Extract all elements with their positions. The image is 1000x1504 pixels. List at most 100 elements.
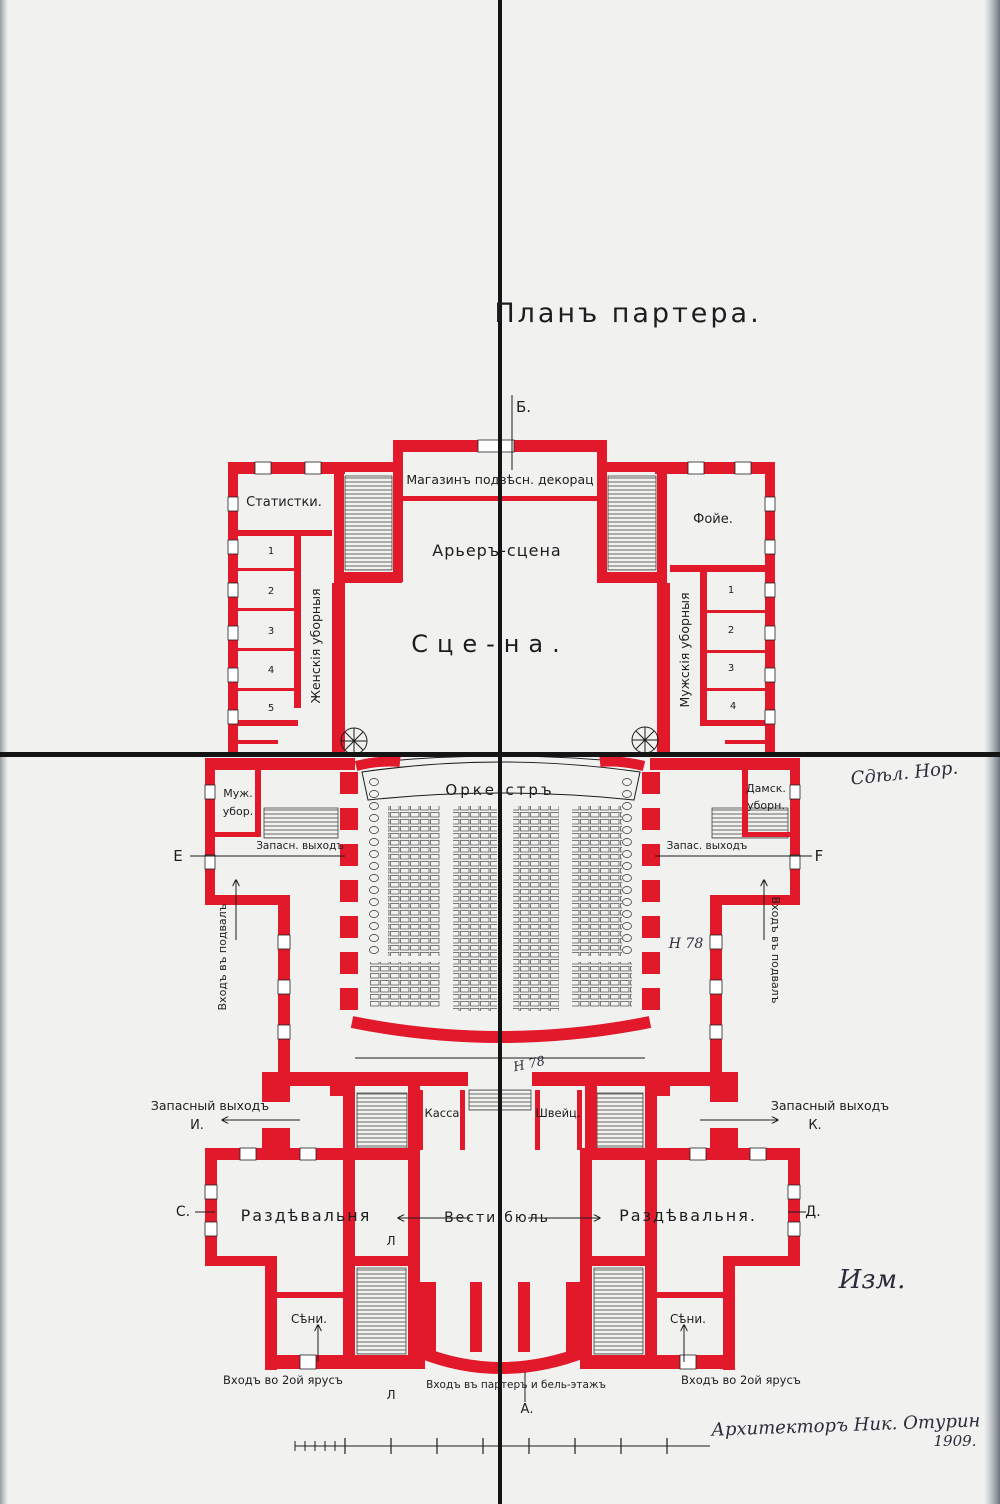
orchestra-pit-outline bbox=[361, 761, 641, 801]
stair-upper-right bbox=[607, 475, 657, 571]
window bbox=[709, 979, 723, 995]
wall-segment bbox=[580, 1355, 735, 1369]
wall-segment bbox=[657, 462, 667, 582]
wall-segment bbox=[790, 758, 800, 905]
wall-segment bbox=[535, 1090, 540, 1150]
wall-segment bbox=[205, 895, 290, 905]
seat-block-lower-right bbox=[572, 962, 632, 1008]
window bbox=[764, 496, 776, 512]
wall-segment bbox=[215, 832, 261, 837]
wall-segment bbox=[710, 1072, 738, 1102]
box-seat bbox=[622, 862, 632, 870]
window bbox=[204, 1184, 218, 1200]
label-entry-tier-right: Входъ во 2ой ярусъ bbox=[681, 1373, 801, 1387]
label-ladies-toilet-line2: уборн. bbox=[747, 799, 785, 812]
stairs-layer bbox=[263, 475, 789, 1355]
wall-segment bbox=[238, 608, 296, 611]
box-seat bbox=[369, 838, 379, 846]
window bbox=[227, 625, 239, 641]
box-seat bbox=[369, 910, 379, 918]
wall-segment bbox=[418, 1090, 423, 1150]
window bbox=[764, 539, 776, 555]
hall-pier-right bbox=[642, 772, 660, 794]
wall-segment bbox=[265, 1256, 277, 1370]
box-seat bbox=[622, 778, 632, 786]
label-spare-exit-hall-left: Запасн. выходъ bbox=[256, 840, 344, 852]
window bbox=[764, 709, 776, 725]
label-men-toilet-line1: Муж. bbox=[223, 787, 252, 800]
window bbox=[764, 667, 776, 683]
label-orchestra: Орке-стръ bbox=[445, 781, 554, 799]
stage-wheel-left bbox=[340, 727, 368, 755]
wall-segment bbox=[657, 583, 670, 755]
seat-block-left bbox=[388, 806, 440, 956]
wall-segment bbox=[725, 740, 765, 744]
section-mark-k: К. bbox=[808, 1118, 821, 1133]
window bbox=[204, 1221, 218, 1237]
section-mark-l-upper: Л bbox=[386, 1234, 395, 1248]
label-entry-tier-left: Входъ во 2ой ярусъ bbox=[223, 1373, 343, 1387]
window bbox=[764, 625, 776, 641]
room-number-right-1: 1 bbox=[728, 585, 734, 596]
box-seat bbox=[369, 874, 379, 882]
wall-segment bbox=[343, 1086, 355, 1151]
window bbox=[749, 1147, 767, 1161]
box-seat bbox=[369, 934, 379, 942]
wall-segment bbox=[788, 1148, 800, 1266]
seat-block-center-left bbox=[453, 806, 497, 1011]
wall-segment bbox=[742, 832, 790, 837]
auditorium-corner-left bbox=[354, 756, 401, 771]
box-seat bbox=[622, 886, 632, 894]
box-seat bbox=[369, 778, 379, 786]
window bbox=[734, 461, 752, 475]
wall-segment bbox=[294, 536, 301, 708]
label-cashier: Касса bbox=[425, 1106, 460, 1120]
label-women-dressing-rooms: Женскія уборныя bbox=[308, 589, 323, 704]
seat-block-lower-left bbox=[370, 962, 440, 1008]
section-mark-i: И. bbox=[190, 1118, 204, 1133]
label-statistki: Статистки. bbox=[246, 495, 322, 510]
hall-pier-right bbox=[642, 952, 660, 974]
stair-entrance-left bbox=[356, 1267, 407, 1355]
window bbox=[709, 934, 723, 950]
label-rear-stage: Арьеръ-сцена bbox=[432, 541, 561, 560]
wall-segment bbox=[597, 440, 607, 582]
wall-segment bbox=[205, 758, 215, 905]
window bbox=[299, 1147, 317, 1161]
wall-segment bbox=[205, 1256, 277, 1266]
stair-lobby-left bbox=[356, 1092, 408, 1149]
wall-segment bbox=[343, 1256, 420, 1266]
label-porch-right: Сѣни. bbox=[670, 1312, 706, 1326]
hall-pier-left bbox=[340, 808, 358, 830]
wall-segment bbox=[334, 462, 344, 582]
hall-pier-right bbox=[642, 988, 660, 1010]
wall-segment bbox=[330, 1086, 344, 1096]
hall-pier-right bbox=[642, 844, 660, 866]
box-seat bbox=[622, 874, 632, 882]
wall-segment bbox=[566, 1282, 582, 1358]
room-number-right-2: 2 bbox=[728, 625, 734, 636]
wall-segment bbox=[262, 1072, 290, 1102]
box-seat bbox=[622, 802, 632, 810]
wall-segment bbox=[205, 1148, 217, 1266]
box-seat bbox=[369, 814, 379, 822]
wall-segment bbox=[334, 572, 402, 583]
auditorium-seating bbox=[369, 778, 632, 1011]
room-number-left-2: 2 bbox=[268, 586, 274, 597]
signature-year: 1909. bbox=[934, 1432, 977, 1450]
wall-segment bbox=[707, 610, 765, 613]
stair-entrance-right bbox=[593, 1267, 644, 1355]
window bbox=[687, 461, 705, 475]
box-seat bbox=[622, 790, 632, 798]
box-seat bbox=[622, 922, 632, 930]
scale-bar bbox=[294, 1438, 710, 1454]
section-mark-e: Е bbox=[173, 847, 182, 865]
handwritten-approval-mark: Изм. bbox=[838, 1265, 906, 1295]
wall-segment bbox=[600, 462, 666, 472]
wall-segment bbox=[577, 1090, 582, 1150]
box-seat bbox=[622, 814, 632, 822]
window bbox=[787, 1221, 801, 1237]
window bbox=[709, 1024, 723, 1040]
window bbox=[277, 979, 291, 995]
box-seat bbox=[369, 850, 379, 858]
